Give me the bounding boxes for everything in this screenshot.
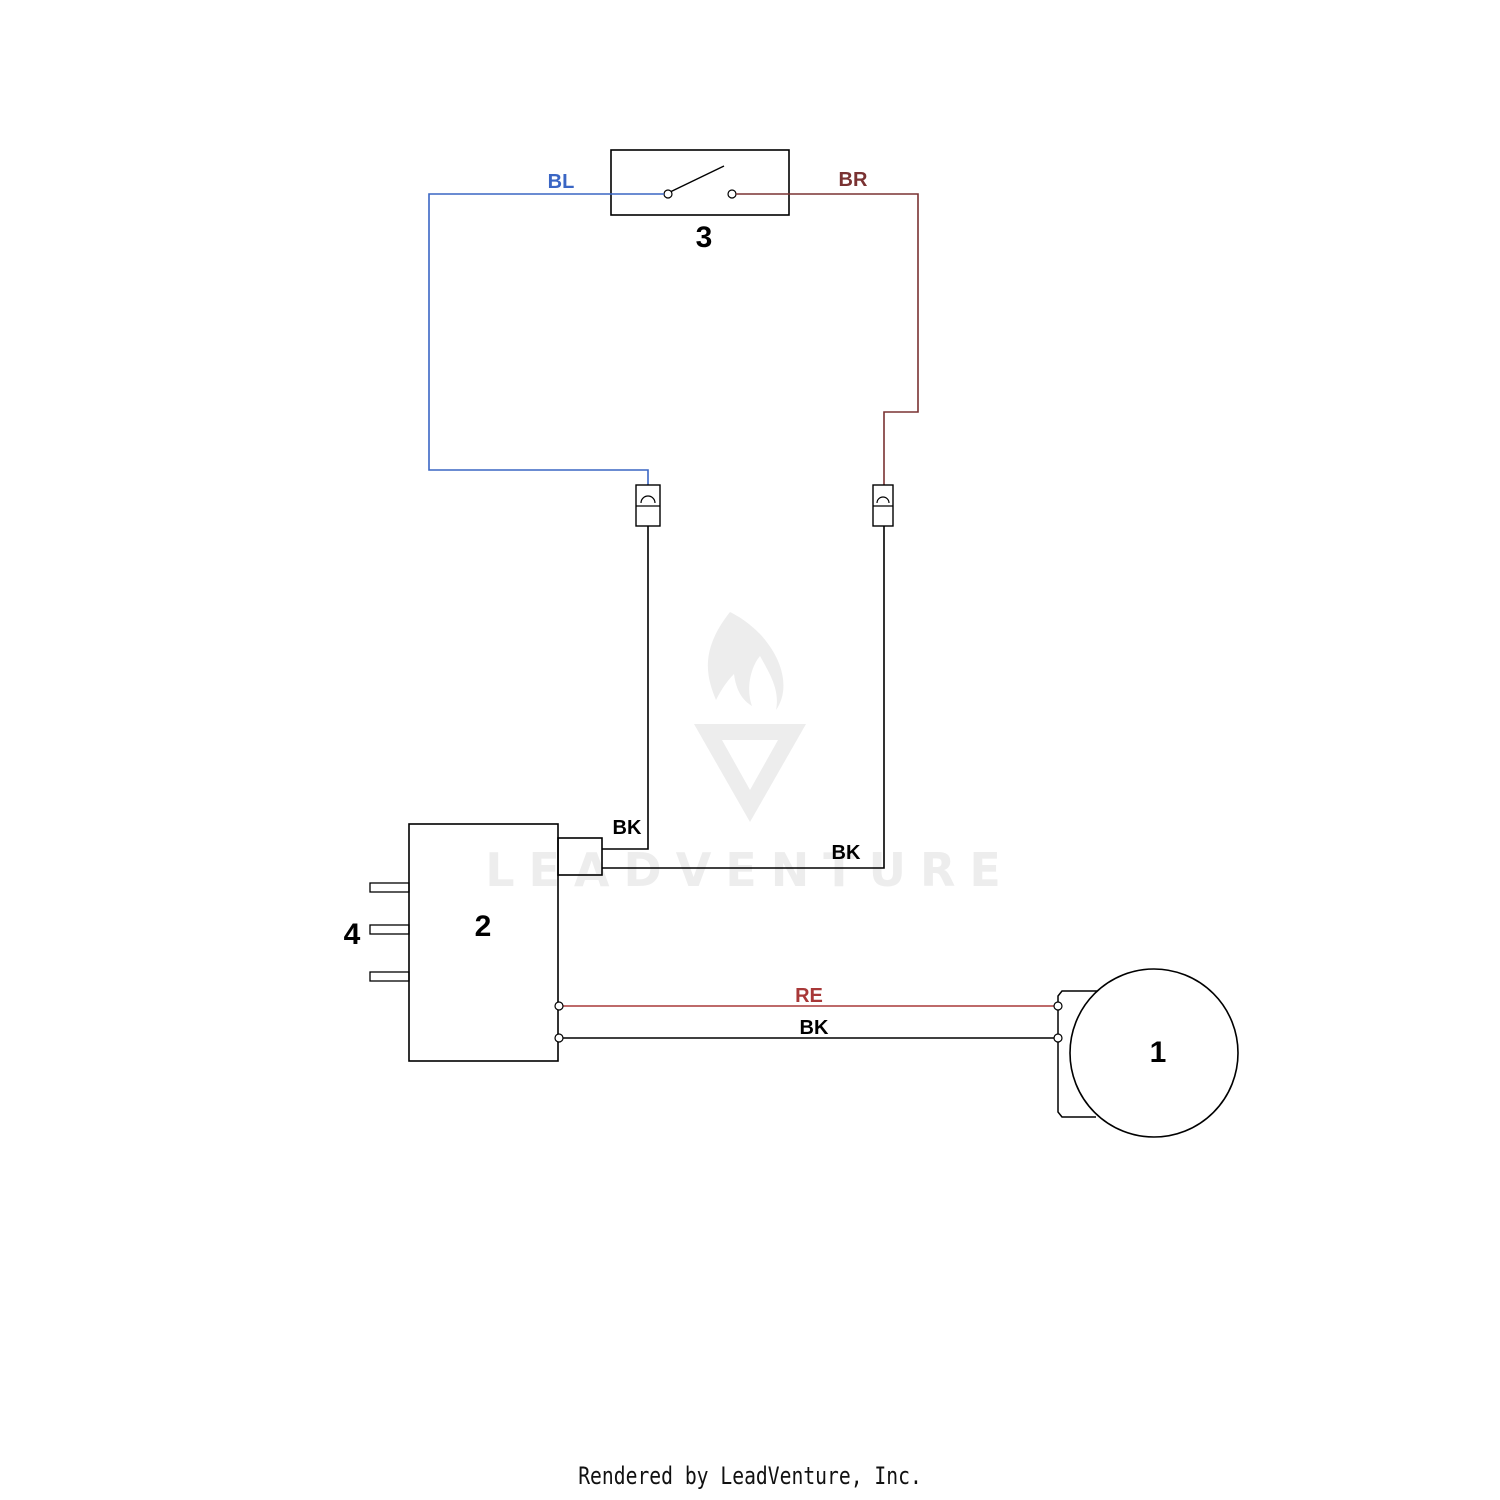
module-contact-black — [554, 1033, 564, 1043]
module-component — [369, 823, 603, 1062]
motor-contact-red — [1053, 1001, 1063, 1011]
label-wire-black-upper: BK — [613, 817, 642, 839]
terminal-3 — [369, 971, 410, 982]
switch-contact-left — [663, 189, 673, 199]
switch-lever — [667, 165, 725, 194]
motor-bracket — [1057, 990, 1100, 1118]
label-wire-red: RE — [795, 985, 823, 1007]
label-wire-black-motor: BK — [800, 1017, 829, 1039]
label-switch-number: 3 — [696, 221, 713, 254]
wire-black-lower — [602, 526, 885, 869]
v-logo-icon — [694, 724, 806, 822]
switch-component — [610, 149, 790, 216]
label-module-number: 2 — [475, 910, 492, 943]
terminal-2 — [369, 924, 410, 935]
watermark-text: LEADVENTURE — [485, 843, 1015, 897]
connector-right — [872, 484, 894, 527]
module-contact-red — [554, 1001, 564, 1011]
motor-contact-black — [1053, 1033, 1063, 1043]
motor-component — [1053, 968, 1239, 1138]
label-wire-black-lower: BK — [832, 842, 861, 864]
wire-brown — [736, 193, 919, 490]
switch-housing — [610, 149, 790, 216]
label-motor-number: 1 — [1150, 1036, 1167, 1069]
terminal-1 — [369, 882, 410, 893]
connector-left — [635, 484, 661, 527]
motor-body — [1069, 968, 1239, 1138]
module-body — [408, 823, 559, 1062]
label-wire-brown: BR — [839, 169, 868, 191]
leadventure-watermark: LEADVENTURE — [485, 612, 1015, 897]
wire-black-upper — [602, 526, 649, 850]
footer-credit: Rendered by LeadVenture, Inc. — [578, 1462, 922, 1490]
label-wire-blue: BL — [548, 171, 575, 193]
flame-icon — [707, 612, 784, 710]
label-terminals-number: 4 — [344, 918, 361, 951]
switch-contact-right — [727, 189, 737, 199]
wire-blue — [428, 193, 664, 490]
module-plug — [557, 837, 603, 876]
